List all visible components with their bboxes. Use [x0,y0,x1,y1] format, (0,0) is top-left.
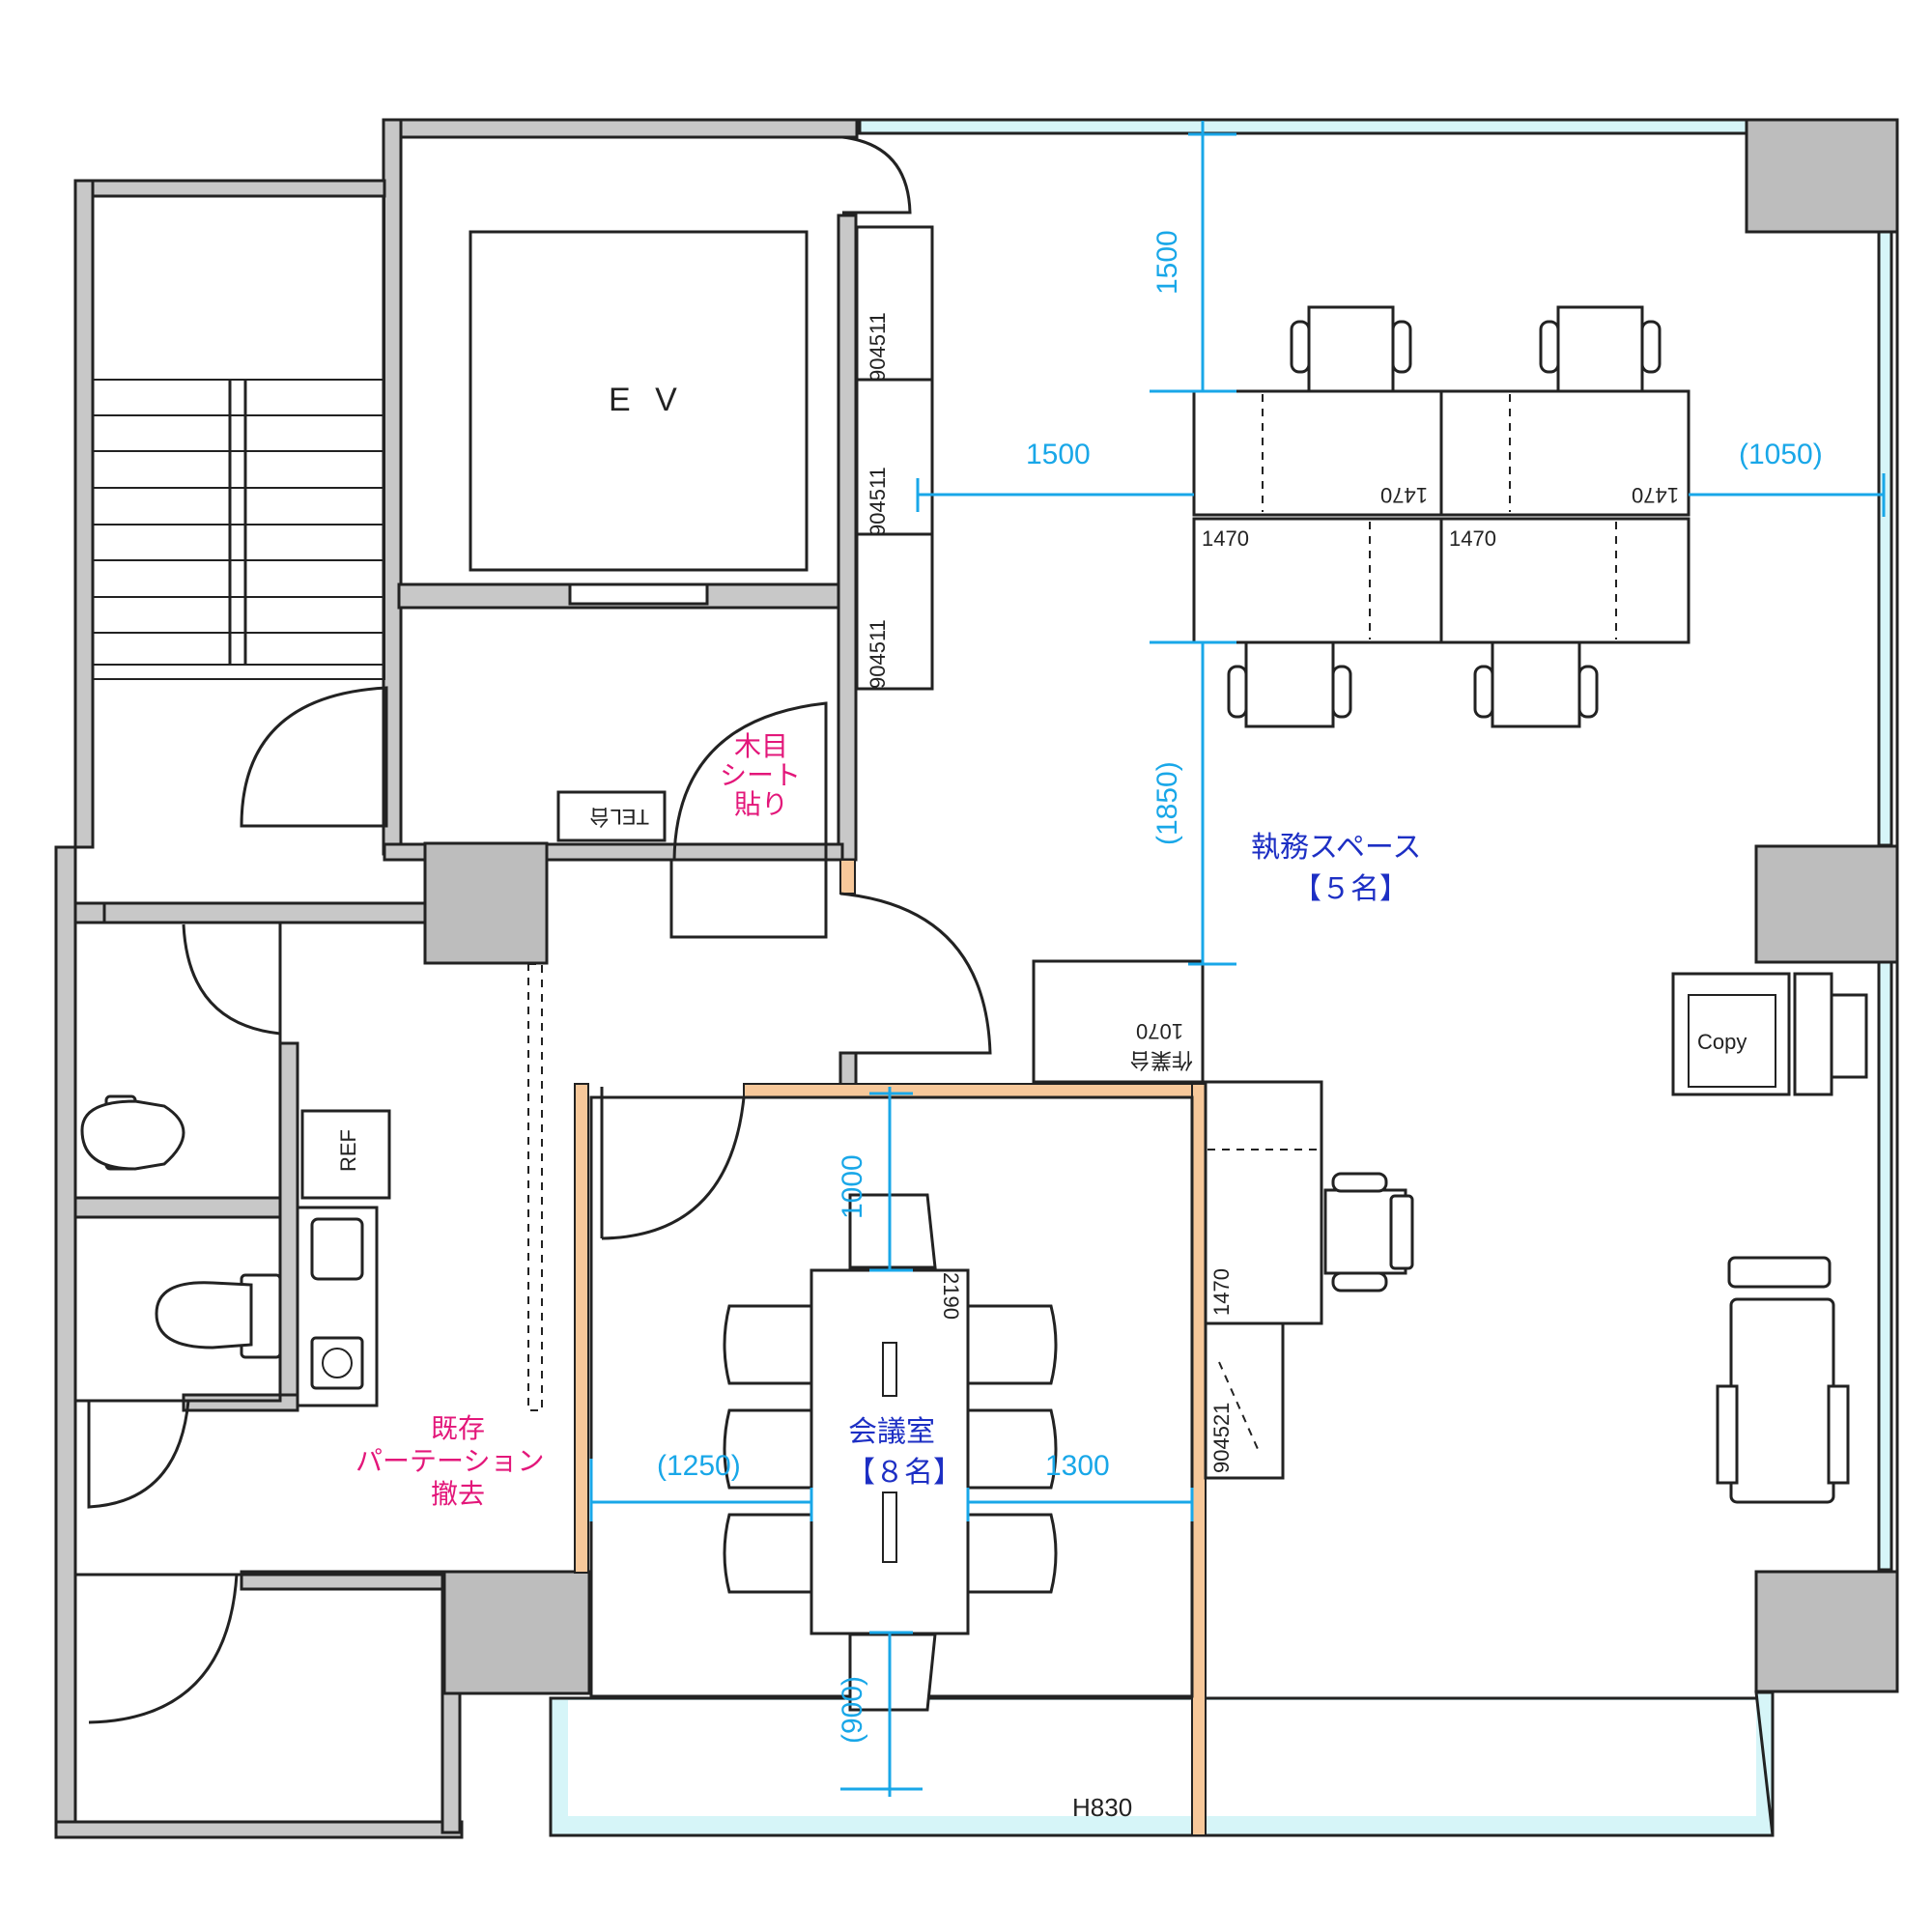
partition-removed: 既存 パーテーション 撤去 [355,963,544,1510]
copy-label: Copy [1697,1030,1747,1054]
meeting-table [810,1268,970,1635]
elevator-label: E V [609,382,685,418]
dimension-lines: 1500 1500 (1050) (1850) 1000 (900) (1250… [589,121,1886,1797]
column-center [423,841,549,965]
work-table-label: 作業台 [1129,1048,1193,1072]
column-right-mid [1754,844,1899,964]
work-table-size: 1070 [1136,1019,1183,1043]
side-desk-size: 1470 [1209,1268,1234,1316]
partition-line-2: パーテーション [355,1445,544,1477]
desk-4-size: 1470 [1449,526,1496,551]
shelf-right [1204,1321,1285,1480]
stove [310,1336,364,1390]
side-desk [1204,1080,1323,1325]
wall-inner-horiz [73,901,430,924]
sofa [1729,1297,1835,1504]
elevator-car [469,230,809,572]
desk-2 [1439,389,1690,517]
wall-stair-top [73,179,386,198]
desk-4 [1439,517,1690,644]
partition-line-1: 既存 [431,1412,485,1444]
dim-meeting-top: 1000 [837,1154,868,1219]
entry-area: TEL台 木目 シート 貼り [240,686,992,1094]
desk-3 [1192,517,1443,644]
desk-1-size: 1470 [1380,483,1428,507]
glass-wall-right [858,118,1748,135]
wall-toilet-div [73,1196,285,1219]
toilet-2-bowl [155,1281,253,1350]
wall-top-ev [382,118,859,139]
copy-machine [1671,972,1791,1096]
office-desks: 1470 1470 1470 1470 執務スペース 【５名】 [1192,305,1690,906]
column-top-right [1745,118,1899,234]
wall-toilet-right [278,1041,299,1410]
wood-sheet-line-2: シート [720,759,801,791]
wall-stair-left [73,179,95,849]
shelf-right-label: 904521 [1209,1403,1234,1473]
sink [310,1217,364,1281]
partition-line-3: 撤去 [431,1478,485,1510]
dim-left-gap: 1500 [1026,439,1091,470]
dim-top-gap: 1500 [1151,230,1183,295]
meeting-room-name: 会議室 [848,1415,935,1449]
work-area: 1070 作業台 1470 904521 [1032,959,1414,1480]
window-sill-height: H830 [1072,1793,1132,1822]
ref-label: REF [336,1129,360,1172]
meeting-table-size: 2190 [939,1272,963,1320]
stairs [92,195,385,680]
shelf-label-1: 904511 [866,312,890,382]
door-swing-top [841,135,912,214]
desk-2-size: 1470 [1632,483,1679,507]
elevator: E V [469,230,809,606]
column-right-bottom [1754,1570,1899,1693]
shelf-label-3: 904511 [866,619,890,689]
wood-sheet-line-1: 木目 [734,730,788,762]
dim-meeting-bottom: (900) [837,1676,868,1744]
dim-office-mid: (1850) [1151,761,1183,845]
meeting-room-capacity: 【８名】 [846,1456,962,1490]
column-bottom-left [442,1570,591,1695]
tel-stand [556,790,667,842]
office-capacity: 【５名】 [1293,872,1408,906]
ref [300,1109,391,1200]
office-name: 執務スペース [1251,831,1421,865]
wall-left-outer [54,845,77,1839]
dim-meeting-right: 1300 [1045,1450,1110,1482]
shelves: 904511 904511 904511 [855,225,934,691]
wall-ev-right [837,213,858,862]
work-table [1032,959,1205,1084]
shelf-label-2: 904511 [866,467,890,536]
wall-mid-small [539,842,844,862]
wood-sheet-line-3: 貼り [734,788,788,820]
wc-area: REF [73,901,444,1824]
copy-area: Copy [1671,972,1868,1504]
dim-meeting-left: (1250) [657,1450,741,1482]
sofa-cushion [1727,1256,1832,1289]
dim-right-gap: (1050) [1739,439,1823,470]
meeting-room: 2190 会議室 【８名】 H830 [574,1083,1207,1836]
desk-3-size: 1470 [1202,526,1249,551]
wall-bottom-left [54,1820,464,1839]
tel-label: TEL台 [589,805,649,829]
toilet-1-bowl [80,1099,185,1171]
